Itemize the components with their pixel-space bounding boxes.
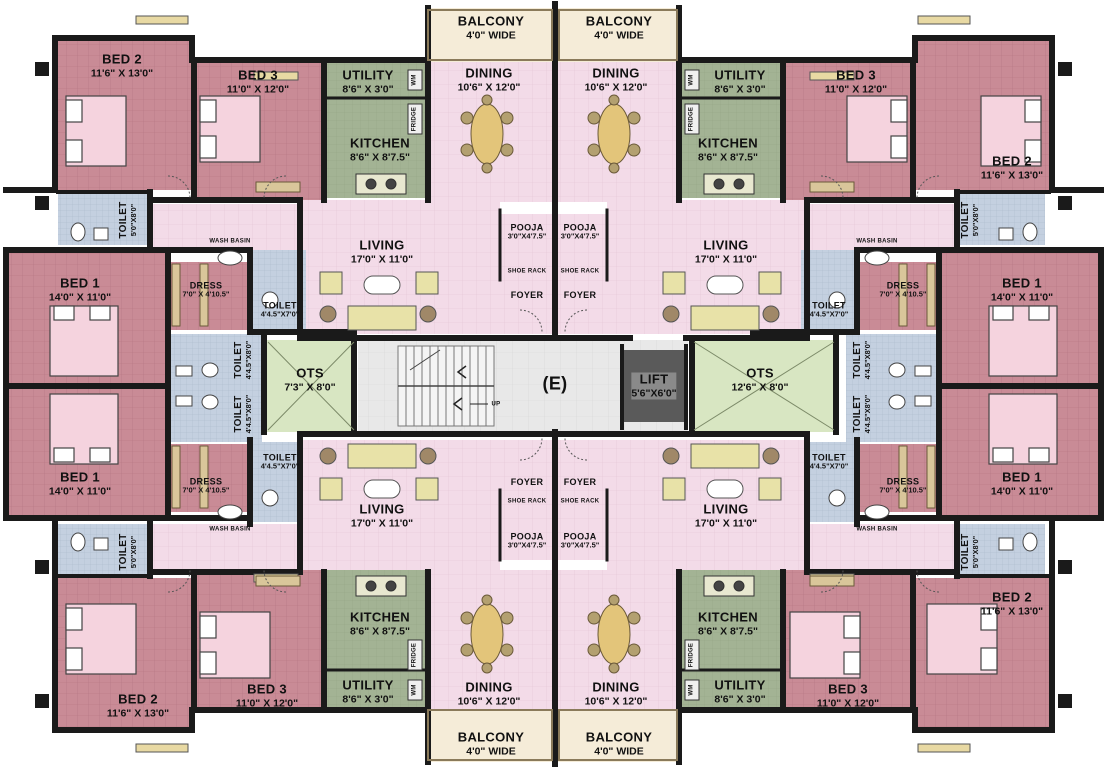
pooja-br-floor <box>557 440 607 560</box>
balcony-bl <box>426 708 554 762</box>
corr-tl-floor <box>150 204 300 250</box>
columns <box>35 62 1072 708</box>
corr-tr-floor <box>807 204 957 250</box>
staircase <box>397 345 495 427</box>
toil2-bl-floor <box>250 442 306 522</box>
door-swings <box>167 175 940 593</box>
pooja-tl-floor <box>500 214 554 334</box>
corr-br-floor <box>807 524 957 570</box>
corr-bl-floor <box>150 524 300 570</box>
balcony-tr <box>557 8 682 62</box>
toil2-tl-floor <box>250 250 306 330</box>
balcony-rails <box>427 9 678 761</box>
toil2-br-floor <box>801 442 857 522</box>
balcony-br <box>557 708 682 762</box>
walls <box>3 1 1104 767</box>
lift-floor <box>624 350 684 422</box>
pooja-bl-floor <box>500 440 554 560</box>
toil2-tr-floor <box>801 250 857 330</box>
wardrobes <box>171 181 936 587</box>
toilet-fixtures <box>70 222 1038 552</box>
kitchen-fittings <box>355 69 755 701</box>
beds <box>49 95 1058 679</box>
toil3-r-floor <box>846 334 938 442</box>
dining-sets <box>460 94 641 674</box>
balcony-tl <box>426 8 554 62</box>
pooja-tr-floor <box>557 214 607 334</box>
toil3-l-floor <box>170 334 262 442</box>
living-sets <box>319 271 782 501</box>
ots-hatch <box>267 341 835 431</box>
